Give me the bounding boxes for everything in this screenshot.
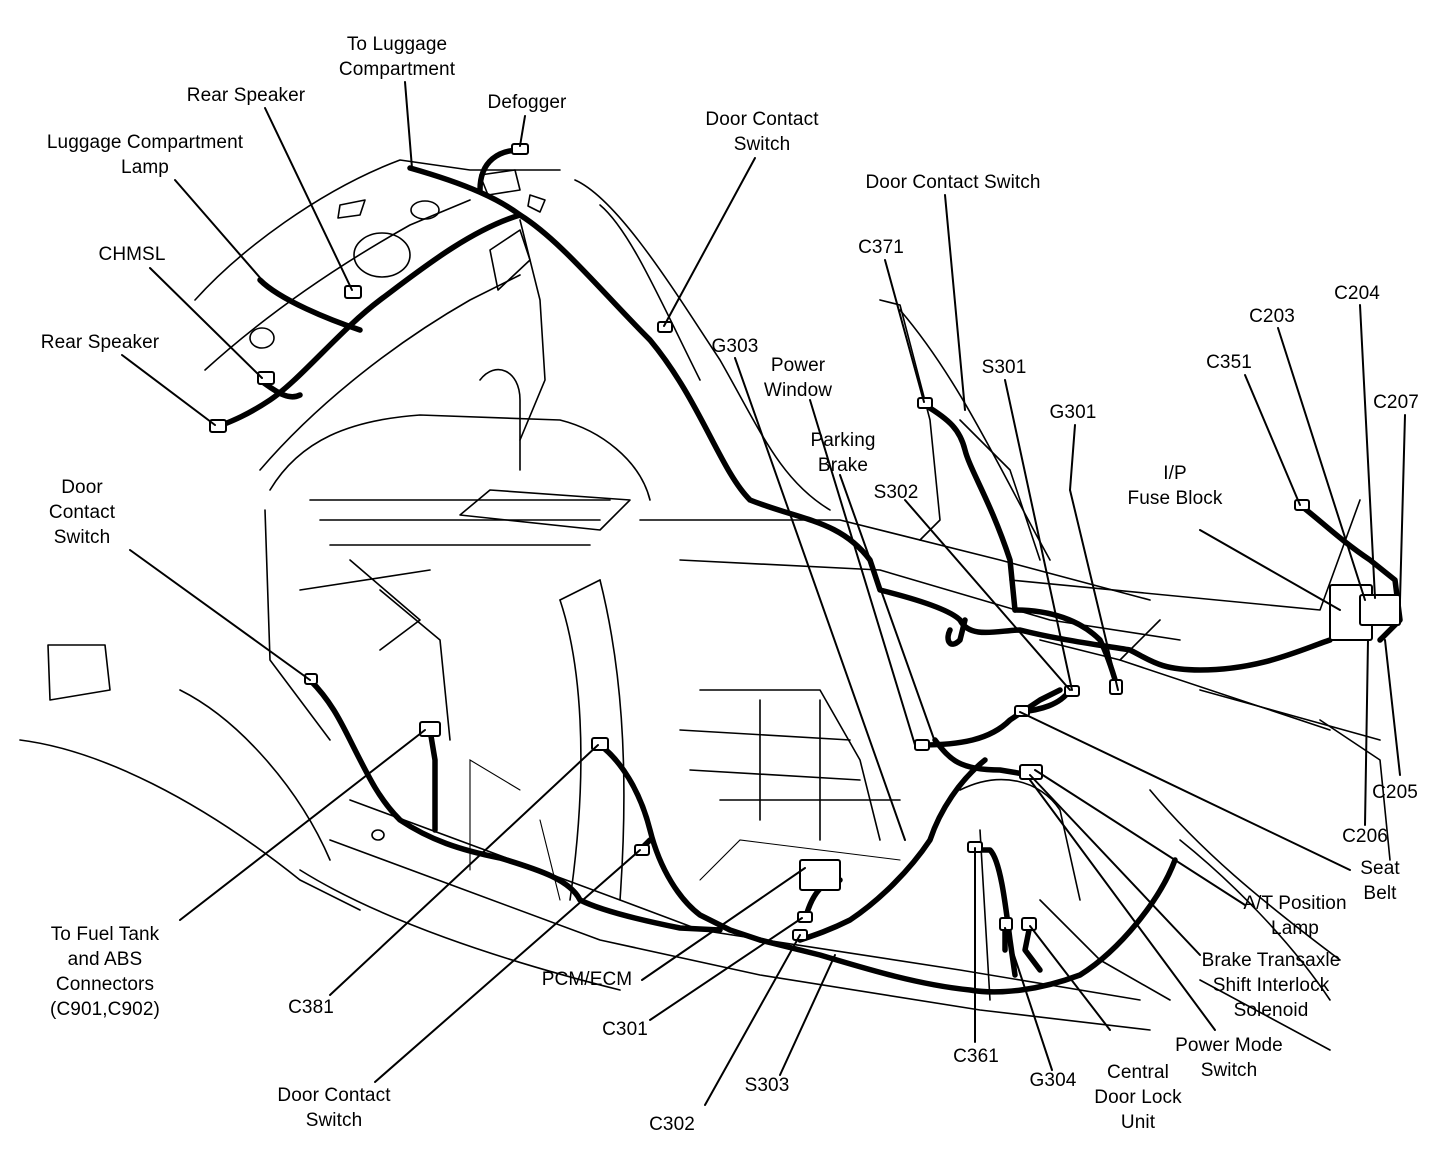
- label-luggage-compartment-lamp: Luggage Compartment Lamp: [46, 132, 244, 178]
- label-g304: G304: [1029, 1070, 1077, 1091]
- label-power-mode-switch: Power Mode Switch: [1175, 1035, 1283, 1081]
- label-to-luggage-compartment: To Luggage Compartment: [338, 34, 456, 80]
- label-c371: C371: [858, 237, 904, 258]
- label-c204: C204: [1334, 283, 1380, 304]
- label-c381: C381: [288, 997, 334, 1018]
- label-c203: C203: [1249, 306, 1295, 327]
- label-c302: C302: [649, 1114, 695, 1135]
- label-c351: C351: [1206, 352, 1252, 373]
- label-door-contact-switch-bottom: Door Contact Switch: [277, 1085, 391, 1131]
- label-rear-speaker-left: Rear Speaker: [40, 332, 160, 353]
- label-s303: S303: [744, 1075, 790, 1096]
- label-door-contact-switch-top: Door Contact Switch: [705, 109, 819, 155]
- label-c207: C207: [1373, 392, 1419, 413]
- label-s301: S301: [981, 357, 1027, 378]
- label-g303: G303: [711, 336, 759, 357]
- label-defogger: Defogger: [487, 92, 567, 113]
- label-c361: C361: [953, 1046, 999, 1067]
- label-parking-brake: Parking Brake: [810, 430, 876, 476]
- label-g301: G301: [1049, 402, 1097, 423]
- label-at-position-lamp: A/T Position Lamp: [1243, 893, 1347, 939]
- connectors: [209, 143, 1401, 941]
- label-to-fuel-tank: To Fuel Tank and ABS Connectors (C901,C9…: [50, 924, 160, 1020]
- label-brake-transaxle: Brake Transaxle Shift Interlock Solenoid: [1201, 950, 1341, 1021]
- leader-lines: [121, 81, 1406, 1106]
- label-door-contact-switch-upper-right: Door Contact Switch: [865, 172, 1041, 193]
- vehicle-body-outline: [19, 159, 1391, 1051]
- label-seat-belt: Seat Belt: [1360, 858, 1400, 904]
- label-power-window: Power Window: [763, 355, 833, 401]
- label-chmsl: CHMSL: [98, 244, 166, 265]
- label-pcm-ecm: PCM/ECM: [541, 969, 633, 990]
- label-s302: S302: [873, 482, 919, 503]
- label-rear-speaker-top: Rear Speaker: [186, 85, 306, 106]
- label-door-contact-switch-left: Door Contact Switch: [48, 477, 116, 548]
- label-c206: C206: [1342, 826, 1388, 847]
- label-c301: C301: [602, 1019, 648, 1040]
- label-c205: C205: [1372, 782, 1418, 803]
- label-central-door-lock-unit: Central Door Lock Unit: [1094, 1062, 1182, 1133]
- label-ip-fuse-block: I/P Fuse Block: [1127, 463, 1223, 509]
